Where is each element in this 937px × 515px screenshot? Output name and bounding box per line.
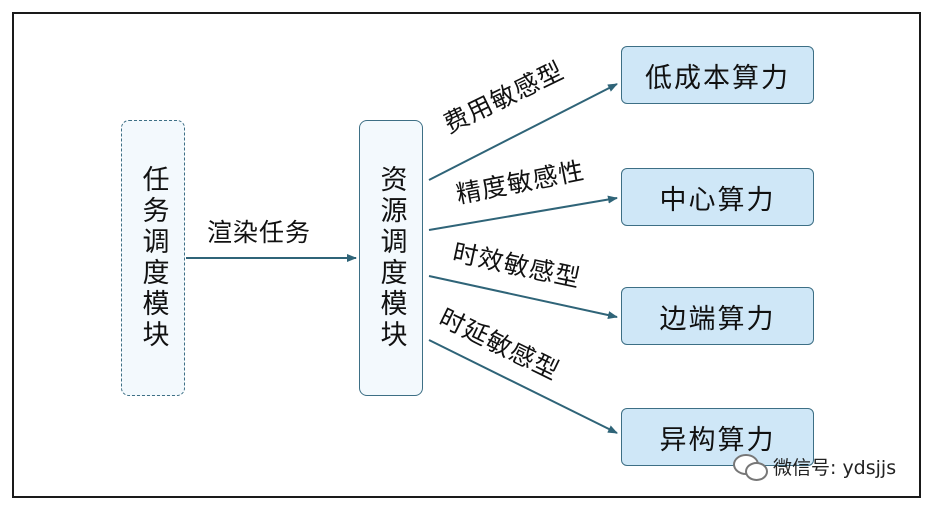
low-cost-compute-box: 低成本算力 xyxy=(621,46,814,104)
center-compute-box: 中心算力 xyxy=(621,168,814,226)
wechat-icon xyxy=(733,452,768,481)
watermark-text: 微信号: ydsjjs xyxy=(773,456,897,479)
watermark: 微信号: ydsjjs xyxy=(733,452,897,481)
resource-scheduling-module: 资源调度模块 xyxy=(359,120,423,396)
edge-compute-box: 边端算力 xyxy=(621,287,814,345)
task-scheduling-module: 任务调度模块 xyxy=(121,120,185,396)
heterogeneous-compute-label: 异构算力 xyxy=(659,424,776,456)
low-cost-compute-label: 低成本算力 xyxy=(645,62,790,94)
arrow-edge-compute xyxy=(428,275,618,319)
arrow-low-cost-compute xyxy=(428,83,618,181)
diagram-frame xyxy=(12,12,921,498)
resource-scheduling-label: 资源调度模块 xyxy=(375,165,407,351)
arrow-heterogeneous-compute xyxy=(428,339,618,434)
arrow-center-compute xyxy=(428,195,618,231)
heterogeneous-compute-box: 异构算力 xyxy=(621,408,814,466)
center-compute-label: 中心算力 xyxy=(659,184,776,216)
edge-compute-label: 边端算力 xyxy=(659,303,776,335)
render-task-label: 渲染任务 xyxy=(207,218,312,247)
task-scheduling-label: 任务调度模块 xyxy=(137,165,169,351)
